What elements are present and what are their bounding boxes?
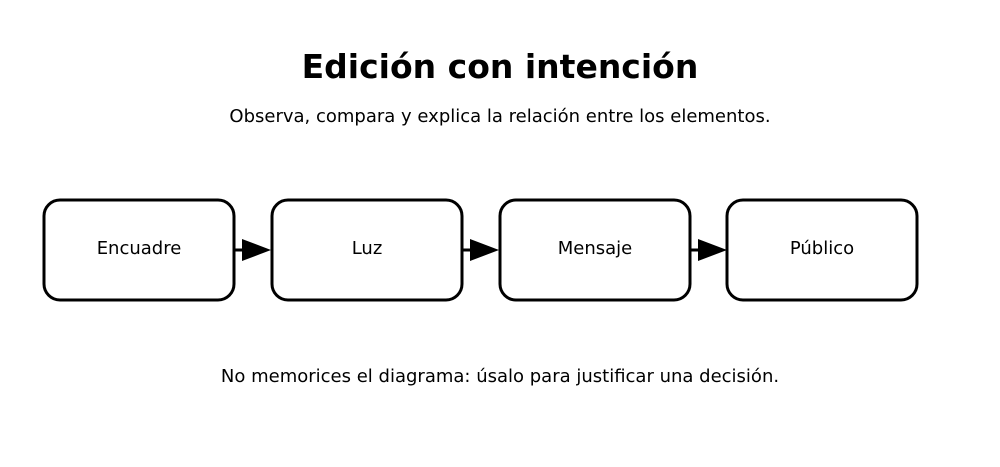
node-label-publico: Público — [790, 238, 854, 259]
edge-luz-mensaje — [462, 239, 499, 261]
node-publico: Público — [725, 198, 919, 302]
page-subtitle: Observa, compara y explica la relación e… — [229, 106, 771, 127]
node-mensaje: Mensaje — [498, 198, 692, 302]
node-luz: Luz — [270, 198, 464, 302]
edge-mensaje-publico — [690, 239, 727, 261]
footer-note: No memorices el diagrama: úsalo para jus… — [220, 366, 780, 387]
node-label-mensaje: Mensaje — [558, 238, 633, 259]
node-label-luz: Luz — [352, 238, 383, 259]
node-encuadre: Encuadre — [42, 198, 236, 302]
edge-encuadre-luz — [234, 239, 271, 261]
page-title: Edición con intención — [301, 47, 699, 86]
node-label-encuadre: Encuadre — [97, 238, 182, 259]
